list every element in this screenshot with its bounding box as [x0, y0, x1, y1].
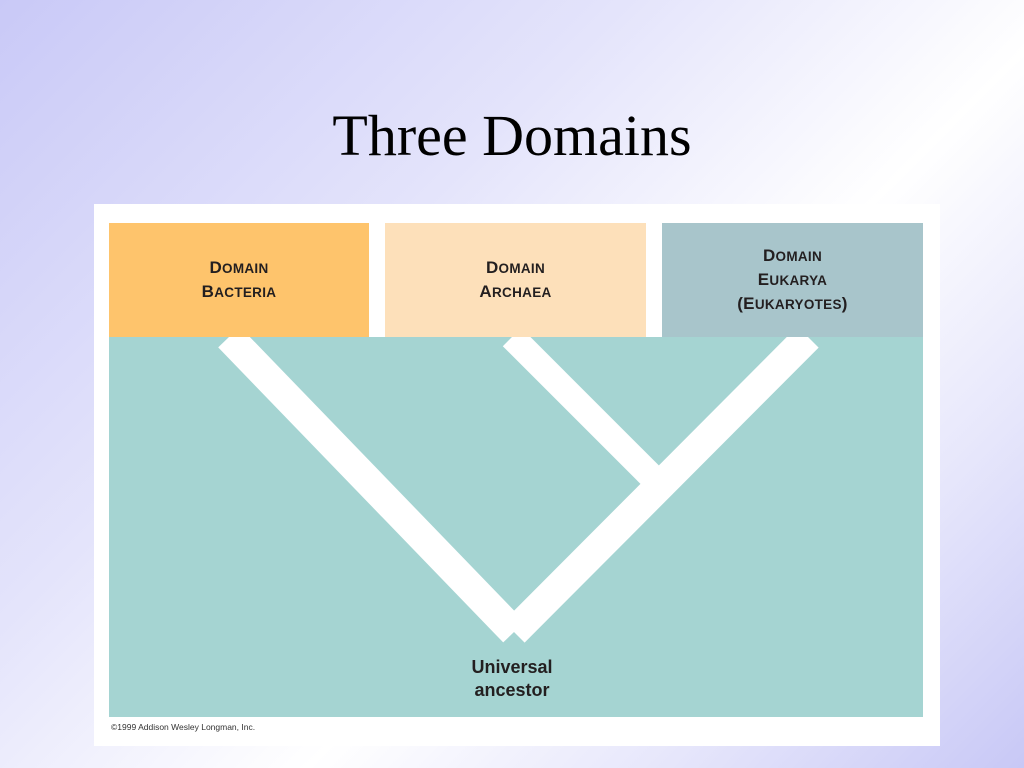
domain-bacteria-box: DOMAIN BACTERIA [109, 223, 369, 337]
branch-bacteria [218, 326, 525, 643]
domain-bacteria-line1: DOMAIN [209, 258, 269, 277]
tree-background [109, 337, 923, 717]
copyright-notice: ©1999 Addison Wesley Longman, Inc. [111, 722, 256, 732]
branch-archaea [502, 327, 663, 488]
domain-archaea-box: DOMAIN ARCHAEA [385, 223, 646, 337]
domain-archaea-line2: ARCHAEA [479, 282, 552, 301]
three-domains-diagram: DOMAIN BACTERIA DOMAIN ARCHAEA DOMAIN EU… [94, 204, 940, 746]
ancestor-label-line2: ancestor [474, 680, 550, 700]
domain-bacteria-line2: BACTERIA [201, 282, 277, 301]
slide-title: Three Domains [332, 103, 692, 168]
branch-eukarya-trunk [503, 326, 819, 643]
domain-eukarya-box: DOMAIN EUKARYA (EUKARYOTES) [662, 223, 923, 337]
domain-eukarya-line2: EUKARYA [757, 270, 828, 289]
universal-ancestor-label: Universal ancestor [412, 656, 612, 702]
phylogenetic-tree-branches [218, 326, 819, 643]
ancestor-label-line1: Universal [471, 657, 553, 677]
domain-eukarya-line1: DOMAIN [762, 246, 823, 265]
domain-archaea-line1: DOMAIN [485, 258, 546, 277]
domain-eukarya-line3: (EUKARYOTES) [737, 294, 848, 313]
